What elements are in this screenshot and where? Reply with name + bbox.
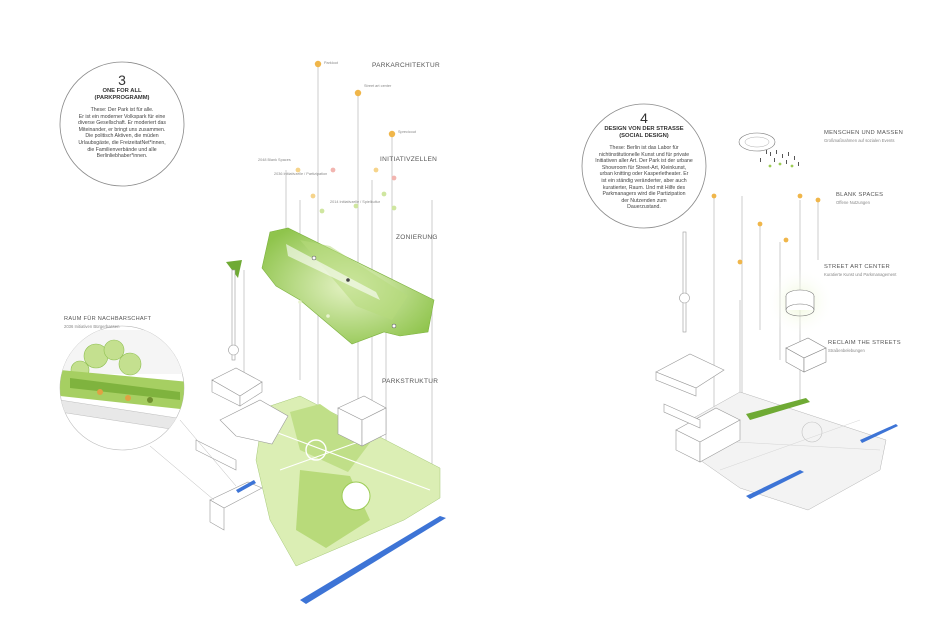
sublabel-reclaim-the-streets: Straßenbelebungen: [828, 348, 865, 353]
panel4-thesis: 4 DESIGN VON DER STRASSE (SOCIAL DESIGN)…: [588, 110, 700, 211]
panel3-number: 3: [118, 72, 126, 88]
layer-label-parkstruktur: PARKSTRUKTUR: [382, 378, 439, 385]
sublabel-blank-spaces: Offene Nutzungen: [836, 200, 870, 205]
parkstruktur-layer: [255, 395, 441, 567]
panel4-water: [746, 424, 898, 499]
panel4-body-line: Showroom für Street-Art, Kleinkunst,: [601, 164, 687, 171]
panel4-body-line: nichtinstitutionelle Kunst und für priva…: [598, 151, 690, 158]
panel4-body-line: Initiativen aller Art. Der Park ist der …: [595, 158, 693, 165]
panel4-body-line: urban knitting oder Kasperletheater. Er: [599, 171, 689, 178]
panel4-title-line1: DESIGN VON DER STRASSE: [604, 126, 684, 132]
panel4-body-line: kuratierter, Raum. Und mit Hilfe des: [602, 184, 686, 191]
panel4-body-line: These: Berlin ist das Labor für: [609, 145, 679, 151]
street-art-center-drum: [766, 268, 834, 336]
layer-label-initiativzellen: INITIATIVZELLEN: [380, 156, 438, 163]
panel3-body-line: Die politisch Aktiven, die müden: [85, 133, 159, 140]
reclaim-box: [785, 337, 827, 373]
panel3-body-line: die Familienverbände und alle: [87, 146, 157, 153]
label-blank-spaces: BLANK SPACES: [836, 192, 884, 198]
panel3-water: [236, 480, 446, 604]
panel4-title-line2: (SOCIAL DESIGN): [619, 133, 669, 139]
label-reclaim-the-streets: RECLAIM THE STREETS: [828, 340, 901, 346]
raum-fuer-nachbarschaft-zoom: [59, 325, 237, 501]
panel3-title-line1: ONE FOR ALL: [102, 88, 142, 94]
layer-label-zonierung: ZONIERUNG: [396, 234, 438, 241]
panel3-body-line: Er ist ein moderner Volkspark für eine: [78, 113, 166, 120]
callout-title: RAUM FÜR NACHBARSCHAFT: [64, 316, 152, 322]
sublabel-menschen-und-massen: Großmaßnahmen auf sozialen Events: [824, 138, 895, 143]
pin-label: 2048 Blank Spaces: [258, 158, 291, 162]
panel3-thesis: 3 ONE FOR ALL (PARKPROGRAMM) These: Der …: [66, 72, 178, 160]
panel3-body-line: Miteinander, er bringt uns zusammen.: [78, 126, 166, 133]
label-street-art-center: STREET ART CENTER: [824, 264, 890, 270]
panel3-thesis-circle: [59, 61, 185, 187]
pin-label: 2014 Initiativzelle / Spielkultur: [330, 200, 381, 204]
label-menschen-und-massen: MENSCHEN UND MASSEN: [824, 130, 904, 136]
panel3-buildings: [195, 269, 387, 531]
panel4-body-line: Dauerzustand.: [627, 204, 661, 211]
panel4-body-line: Parkmanagers wird die Partizipation: [602, 191, 686, 198]
panel3-pins: [295, 60, 397, 214]
panel4-body-line: der Nutzenden zum: [621, 197, 667, 204]
panel4-pins: [711, 193, 821, 265]
panel3-title-line2: (PARKPROGRAMM): [94, 95, 150, 101]
zonierung-layer: [226, 227, 435, 345]
panel3-body-line: diverse Gesellschaft. Er moderiert das: [78, 120, 166, 127]
menschen-und-massen-group: [738, 132, 799, 168]
panel4-number: 4: [640, 110, 648, 126]
pin-label: Sprecicout: [398, 130, 416, 134]
callout-subtitle: 2036 Initiativen Bürgerbassen: [64, 324, 120, 329]
pin-label: Street art center: [364, 84, 392, 88]
pin-label: Parkloot: [324, 61, 338, 65]
layer-label-parkarchitektur: PARKARCHITEKTUR: [372, 62, 440, 69]
panel4-body-line: ist ein ständig veränderter, aber auch: [601, 177, 687, 184]
panel4-thesis-circle: [581, 103, 707, 229]
pin-label: 2036 Initiativzelle / Partizipation: [274, 172, 328, 176]
panel3-body-line: Berlinliebhaber*innen.: [96, 153, 148, 160]
panel3-body-line: Urlaubsgäste, die FreizeitatNet*innen,: [78, 139, 166, 146]
panel4-buildings: [655, 231, 741, 463]
panel3-body-line: These: Der Park ist für alle.: [90, 107, 154, 113]
sublabel-street-art-center: Kuratierte Kunst und Parkmanagement: [824, 272, 897, 277]
